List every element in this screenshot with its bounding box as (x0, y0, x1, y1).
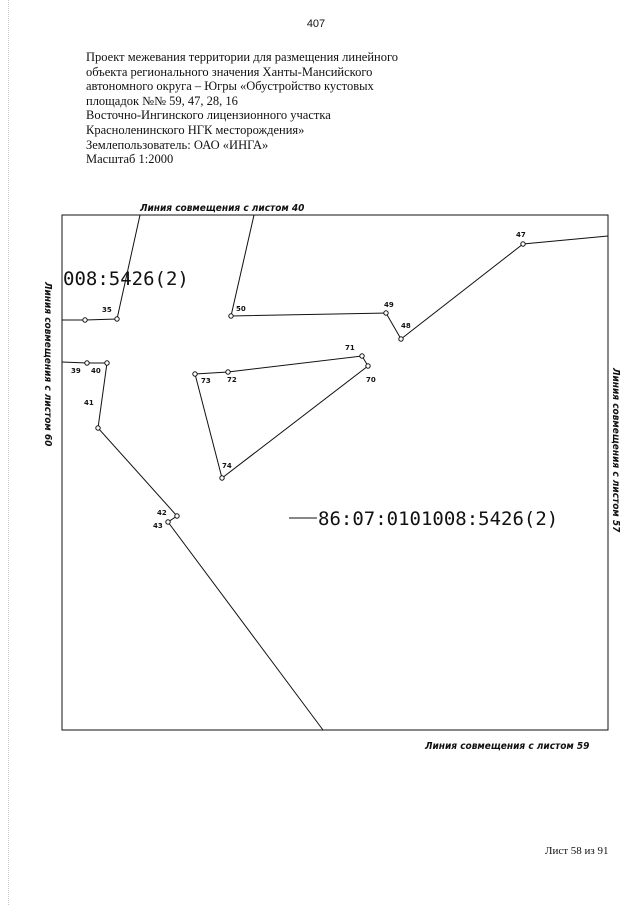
point-marker (95, 425, 101, 431)
header-line: Красноленинского НГК месторождения» (86, 122, 305, 137)
match-line-right-label: Линия совмещения с листом 57 (610, 367, 621, 533)
header-line: автономного округа – Югры «Обустройство … (86, 79, 374, 94)
point-marker (192, 371, 198, 377)
point-label-42: 42 (157, 509, 167, 517)
boundary-line (62, 214, 141, 321)
point-marker (114, 316, 120, 322)
boundary-line (61, 361, 324, 731)
boundary-polygon (194, 355, 369, 479)
point-label-48: 48 (401, 322, 411, 330)
point-labels: 35 39 40 41 42 43 47 48 49 50 70 71 72 7… (71, 231, 526, 530)
header-line: Проект межевания территории для размещен… (86, 50, 399, 64)
header-line: Землепользователь: ОАО «ИНГА» (86, 137, 269, 152)
header-line: площадок №№ 59, 47, 28, 16 (86, 93, 238, 108)
match-line-top-label: Линия совмещения с листом 40 (139, 203, 304, 214)
point-label-43: 43 (153, 522, 163, 530)
page-margin-line (8, 0, 9, 905)
boundary-line (230, 214, 609, 340)
point-marker (104, 360, 110, 366)
point-marker (84, 360, 90, 366)
point-label-73: 73 (201, 377, 211, 385)
point-label-72: 72 (227, 376, 237, 384)
cadastral-label-partial: 008:5426(2) (63, 268, 189, 290)
scale-line: Масштаб 1:2000 (86, 152, 174, 167)
point-marker (359, 353, 365, 359)
point-marker (398, 336, 404, 342)
point-marker (365, 363, 371, 369)
point-marker (228, 313, 234, 319)
point-label-47: 47 (516, 231, 526, 239)
sheet-number: Лист 58 из 91 (545, 845, 609, 857)
header-line: Восточно-Ингинского лицензионного участк… (86, 108, 331, 123)
survey-points (82, 241, 526, 525)
boundary-lines (61, 214, 609, 731)
point-label-39: 39 (71, 367, 81, 375)
point-marker (225, 369, 231, 375)
document-header: Проект межевания территории для размещен… (86, 50, 506, 167)
point-marker (165, 519, 171, 525)
point-marker (219, 475, 225, 481)
point-marker (82, 317, 88, 323)
point-label-41: 41 (84, 399, 94, 407)
match-line-bottom-label: Линия совмещения с листом 59 (424, 741, 589, 752)
point-label-70: 70 (366, 376, 376, 384)
map-frame (61, 214, 609, 731)
point-marker (520, 241, 526, 247)
point-marker (174, 513, 180, 519)
header-line: объекта регионального значения Ханты-Ман… (86, 64, 373, 79)
point-label-35: 35 (102, 306, 112, 314)
point-label-50: 50 (236, 305, 246, 313)
page-number: 407 (306, 18, 326, 30)
point-marker (383, 310, 389, 316)
point-label-40: 40 (91, 367, 101, 375)
point-label-71: 71 (345, 344, 355, 352)
match-line-left-label: Линия совмещения с листом 60 (42, 281, 53, 446)
cadastral-label-main: 86:07:0101008:5426(2) (318, 508, 558, 530)
point-label-49: 49 (384, 301, 394, 309)
point-label-74: 74 (222, 462, 232, 470)
